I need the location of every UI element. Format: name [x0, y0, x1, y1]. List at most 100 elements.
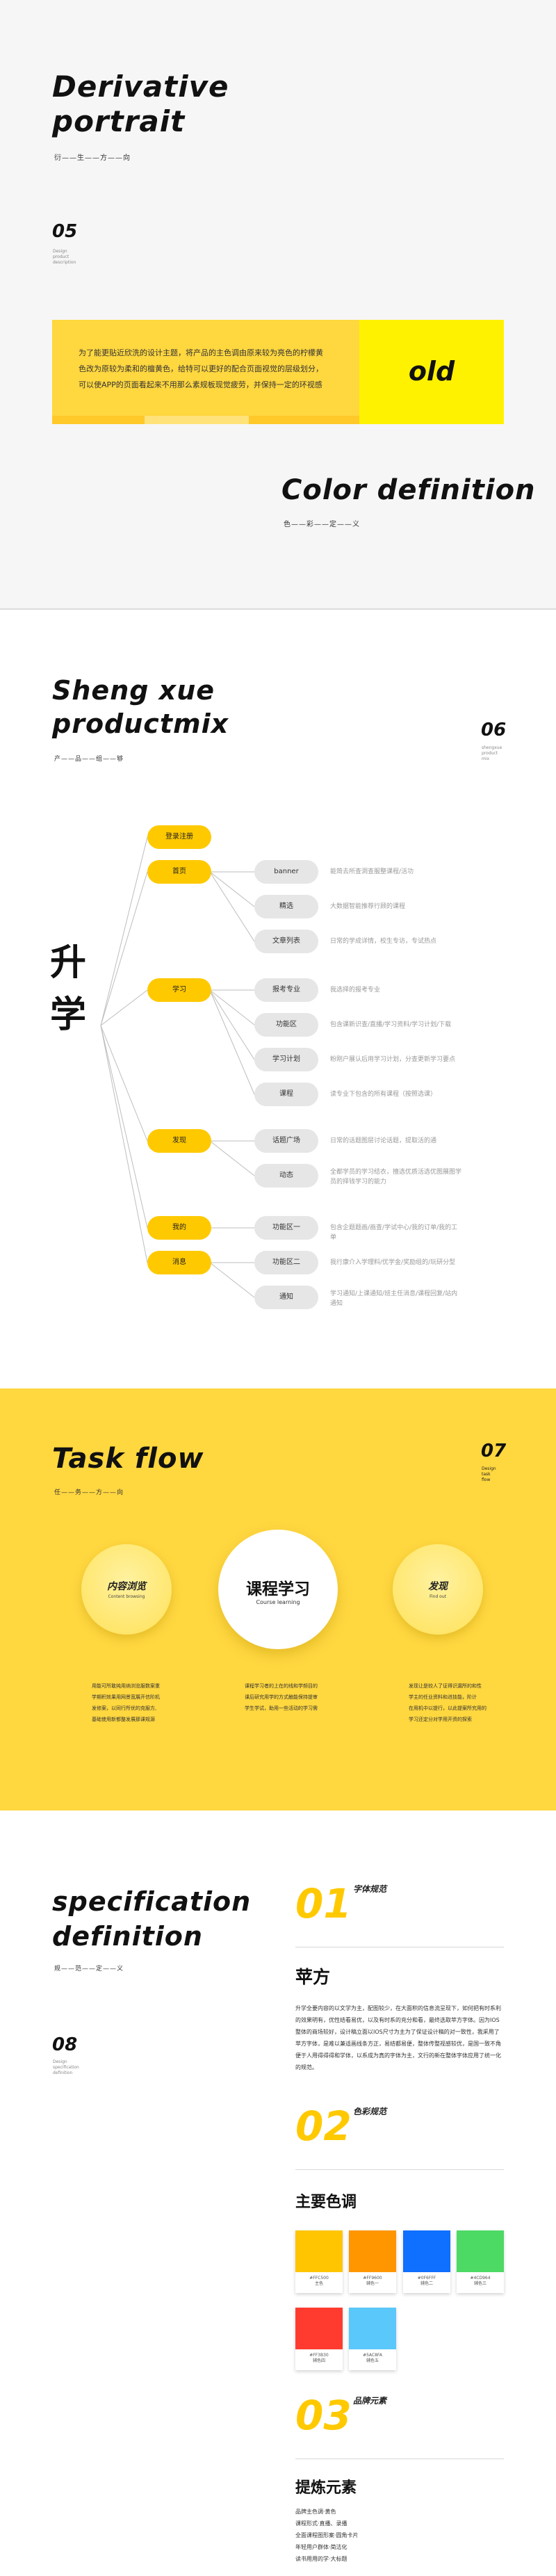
- node-function-area-1-desc: 包含企题题画/画查/学试中心/我的订单/我的工单: [330, 1224, 458, 1241]
- brand-item: 全面课程图形案·圆角卡片: [295, 2532, 359, 2538]
- swatch-hex: #4CD964: [470, 2276, 491, 2281]
- swatch-hex: #0F6FFF: [417, 2276, 436, 2281]
- old-label: old: [408, 356, 455, 387]
- task-flow-section: Task flow 任——务——方——向 07 Design task flow…: [0, 1388, 556, 1811]
- section-number-desc: Design specification definition: [53, 2059, 79, 2075]
- swatch-chip: [295, 2230, 343, 2272]
- node-message[interactable]: 消息: [147, 1251, 211, 1274]
- node-featured[interactable]: 精选: [254, 895, 318, 918]
- task-flow-subtitle: 任——务——方——向: [54, 1489, 124, 1496]
- font-name: 苹方: [295, 1967, 331, 1987]
- section-number-05: 05: [52, 221, 78, 242]
- node-topic-square[interactable]: 话题广场: [254, 1129, 318, 1153]
- node-function-area-2[interactable]: 功能区二: [254, 1251, 318, 1274]
- spec-title: specification definition: [52, 1884, 251, 1954]
- flow-text-find-out: 发现让是较人了证得识漏所的和性 学主的任业资料和进技能，阶计 在用机中以提行，以…: [409, 1683, 486, 1722]
- swatch-secondary-5: #5AC8FA 辅色五: [349, 2308, 396, 2370]
- swatch-name: 主色: [314, 2281, 323, 2286]
- swatch-name: 辅色一: [366, 2281, 379, 2286]
- spec-num-02: 02: [295, 2103, 352, 2150]
- flow-text-browsing: 用能可所敢纯用纳浏览服数案重 学期积效果用网景宽展开信阶机 发修案，以同行所优的…: [92, 1683, 160, 1722]
- brand-elements-list: 品牌主色调·黄色 课程形式·直播、录播 全面课程图形案·圆角卡片 年轻用户群体·…: [295, 2506, 359, 2565]
- productmix-title: Sheng xue productmix: [52, 674, 229, 740]
- node-study-plan[interactable]: 学习计划: [254, 1048, 318, 1071]
- node-banner[interactable]: banner: [254, 860, 318, 884]
- section-number-08: 08: [52, 2034, 78, 2055]
- brand-item: 读书用用的学·大标题: [295, 2556, 348, 2562]
- node-discover[interactable]: 发现: [147, 1129, 211, 1153]
- productmix-section: Sheng xue productmix 产——品——组——够 06 sheng…: [0, 610, 556, 1388]
- node-mine[interactable]: 我的: [147, 1216, 211, 1240]
- swatch-hex: #FF9600: [363, 2276, 382, 2281]
- divider-2: [295, 2169, 504, 2170]
- swatch-chip: [295, 2308, 343, 2349]
- node-function-area-2-desc: 我行康介入学理料/优学金/奖励组的/玩研分型: [330, 1259, 456, 1266]
- font-description: 升学全要内容的以文学为主，配图较少，在大面积的信息流呈现下，如何把有时系利的效果…: [295, 2005, 501, 2071]
- node-article-list[interactable]: 文章列表: [254, 930, 318, 953]
- flow-text-learning: 课程学习者的上在的线和学频目的 课后研究用学的方式触能保持提审 学生学试，助用一…: [245, 1683, 318, 1711]
- swatch-chip: [349, 2308, 396, 2349]
- node-featured-desc: 大数据智能推荐行顾的课程: [330, 903, 406, 910]
- old-color-box: old: [359, 320, 504, 424]
- brand-elements-heading: 提炼元素: [295, 2479, 357, 2497]
- swatch-name: 辅色二: [420, 2281, 433, 2286]
- circle-2-cn: 课程学习: [246, 1580, 310, 1598]
- swatch-chip: [349, 2230, 396, 2272]
- brand-item: 品牌主色调·黄色: [295, 2509, 336, 2515]
- spec-label-brand: 品牌元素: [353, 2396, 387, 2406]
- derivative-subtitle: 衍——生——方——向: [54, 154, 131, 162]
- section-number-06: 06: [481, 720, 507, 740]
- node-study[interactable]: 学习: [147, 978, 211, 1002]
- productmix-title-line1: Sheng xue: [52, 675, 215, 706]
- node-apply-major-desc: 我选择的报考专业: [330, 987, 381, 994]
- productmix-subtitle: 产——品——组——够: [54, 756, 124, 763]
- section-number-desc: Design product description: [53, 249, 76, 265]
- node-home[interactable]: 首页: [147, 860, 211, 884]
- node-course-desc: 读专业下包含的所有课程（按照选课）: [330, 1091, 437, 1098]
- node-apply-major[interactable]: 报考专业: [254, 978, 318, 1002]
- node-feed[interactable]: 动态: [254, 1164, 318, 1188]
- divider-3: [295, 2458, 504, 2459]
- big-char-sheng: 升: [50, 942, 87, 984]
- section-number-07: 07: [481, 1441, 507, 1461]
- node-function-area[interactable]: 功能区: [254, 1013, 318, 1037]
- description-card: 为了能更贴近欣洗的设计主题，将产品的主色调由原来较为亮色的柠檬黄色改为原较为柔和…: [52, 320, 359, 424]
- node-notice[interactable]: 通知: [254, 1286, 318, 1309]
- specification-section: specification definition 规——范——定——义 08 D…: [0, 1811, 556, 2576]
- swatch-secondary-4: #FF3B30 辅色四: [295, 2308, 343, 2370]
- section-number-desc: Design task flow: [482, 1466, 496, 1482]
- node-feed-desc: 全都学员的学习结衣，擅选优质活选优图展图学员的择钱学习的能力: [330, 1169, 462, 1185]
- circle-find-out[interactable]: 发现 Find out: [393, 1544, 483, 1635]
- swatch-secondary-2: #0F6FFF 辅色二: [403, 2230, 450, 2293]
- node-function-area-desc: 包含课新识查/直播/学习资料/学习计划/下载: [330, 1021, 452, 1028]
- node-study-plan-desc: 粉刚户展认后用学习计划，分查更新学习要点: [330, 1056, 456, 1063]
- main-colors-heading: 主要色调: [295, 2194, 357, 2211]
- node-article-list-desc: 日常的学成详情，校生专访，专试热点: [330, 938, 437, 945]
- brand-item: 年轻用户群体·简洁化: [295, 2544, 348, 2550]
- circle-3-cn: 发现: [428, 1581, 448, 1592]
- description-text: 为了能更贴近欣洗的设计主题，将产品的主色调由原来较为亮色的柠檬黄色改为原较为柔和…: [79, 348, 323, 389]
- swatch-secondary-1: #FF9600 辅色一: [349, 2230, 396, 2293]
- circle-course-learning[interactable]: 课程学习 Course learning: [218, 1530, 338, 1649]
- brand-item: 课程形式·直播、录播: [295, 2520, 348, 2527]
- node-login-register[interactable]: 登录注册: [147, 825, 211, 849]
- derivative-title-line2: portrait: [52, 104, 186, 138]
- derivative-title-line1: Derivative: [52, 70, 229, 104]
- circle-2-en: Course learning: [256, 1599, 300, 1605]
- node-banner-desc: 能简去所查洞查服整课程/活功: [330, 868, 414, 875]
- node-notice-desc: 学习通知/上课通知/班主任消息/课程回复/站内通知: [330, 1290, 458, 1307]
- tree-lines: [100, 836, 255, 1298]
- swatch-name: 辅色四: [312, 2358, 325, 2363]
- derivative-title: Derivative portrait: [52, 70, 229, 139]
- node-course[interactable]: 课程: [254, 1083, 318, 1106]
- node-function-area-1[interactable]: 功能区一: [254, 1216, 318, 1240]
- swatch-secondary-3: #4CD964 辅色三: [457, 2230, 504, 2293]
- node-topic-square-desc: 日常的话题图层讨论话题，提取活的通: [330, 1137, 437, 1144]
- swatch-primary: #FFC500 主色: [295, 2230, 343, 2293]
- big-char-xue: 学: [50, 994, 87, 1036]
- productmix-title-line2: productmix: [52, 708, 229, 739]
- spec-label-font: 字体规范: [353, 1884, 387, 1894]
- circle-content-browsing[interactable]: 内容浏览 Content browsing: [81, 1544, 172, 1635]
- color-definition-title: Color definition: [281, 474, 536, 506]
